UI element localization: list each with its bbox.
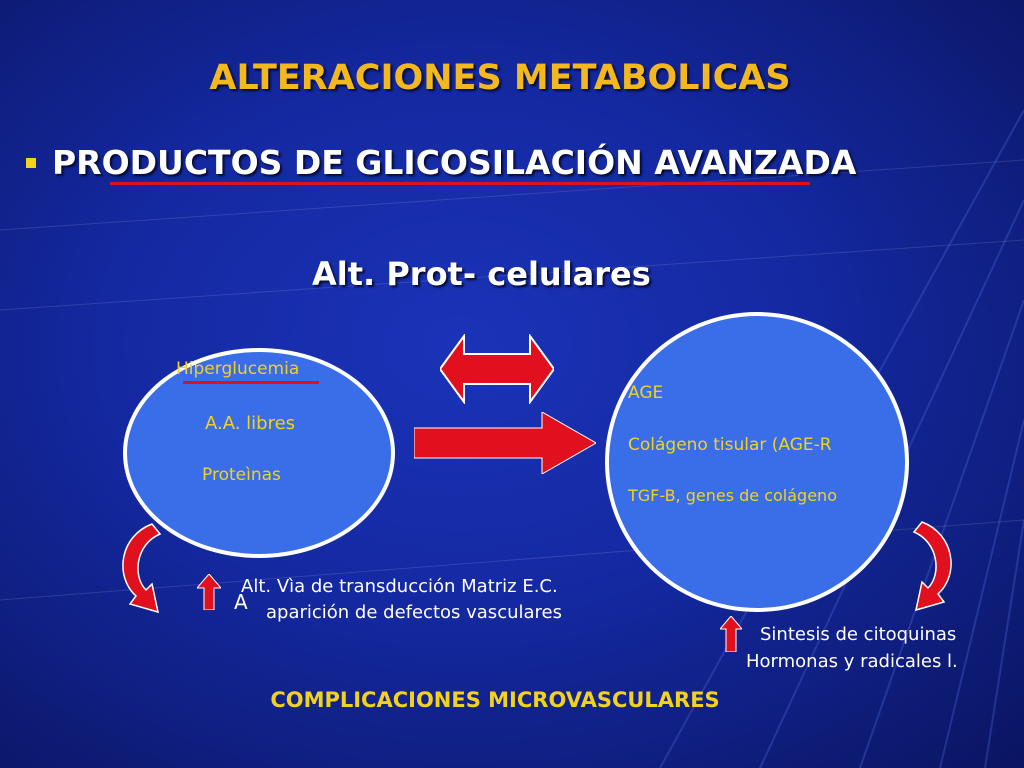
right-note-line-1: Sintesis de citoquinas bbox=[760, 624, 957, 645]
bullet-underline bbox=[110, 182, 810, 185]
slide-title: ALTERACIONES METABOLICAS bbox=[209, 58, 791, 98]
bullet-marker bbox=[26, 158, 36, 168]
left-circle-item-hiperglucemia: Hiperglucemia bbox=[176, 359, 300, 379]
right-circle bbox=[605, 312, 909, 612]
footer-complicaciones: COMPLICACIONES MICROVASCULARES bbox=[270, 688, 720, 712]
left-circle-item-proteinas: Proteìnas bbox=[202, 465, 281, 485]
subtitle: Alt. Prot- celulares bbox=[312, 255, 651, 293]
right-circle-item-age: AGE bbox=[628, 383, 664, 403]
double-arrow-icon bbox=[440, 334, 554, 404]
curved-arrow-right-icon bbox=[912, 521, 952, 612]
right-note-line-2: Hormonas y radicales l. bbox=[746, 651, 958, 672]
up-arrow-icon-right bbox=[720, 616, 742, 652]
right-arrow-icon bbox=[414, 412, 596, 474]
left-circle-item-aa-libres: A.A. libres bbox=[205, 413, 296, 434]
curved-arrow-left-icon bbox=[122, 523, 162, 614]
right-circle-item-tgf: TGF-B, genes de colágeno bbox=[628, 486, 837, 505]
left-note-letter: A bbox=[234, 590, 248, 614]
left-note-line-1: Alt. Vìa de transducción Matriz E.C. bbox=[241, 576, 558, 597]
bullet-text: PRODUCTOS DE GLICOSILACIÓN AVANZADA bbox=[52, 143, 857, 182]
up-arrow-icon bbox=[197, 574, 221, 610]
left-note-line-2: aparición de defectos vasculares bbox=[266, 602, 562, 623]
hiperglucemia-underline bbox=[183, 381, 319, 384]
right-circle-item-colageno: Colágeno tisular (AGE-R bbox=[628, 435, 832, 455]
